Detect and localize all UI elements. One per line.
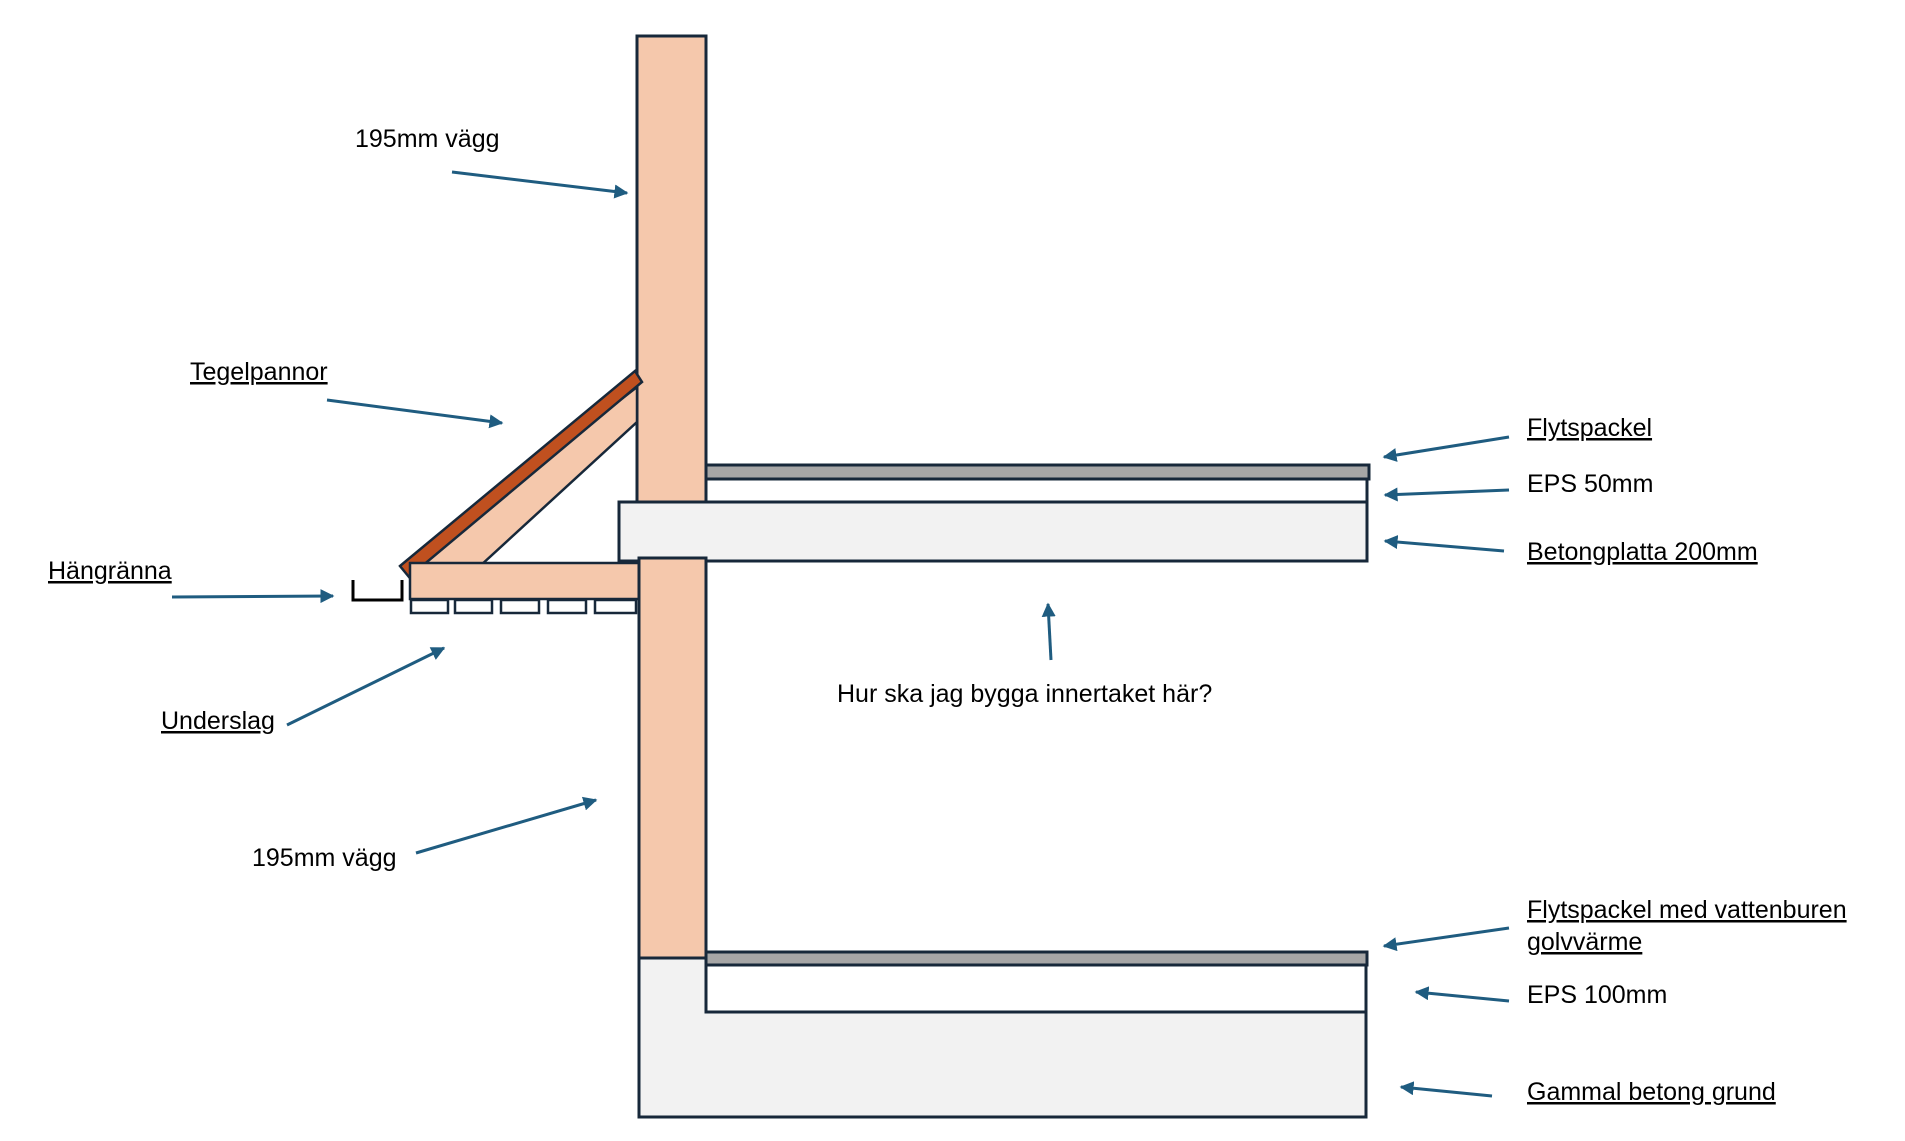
arrow-wall-upper bbox=[451, 170, 629, 199]
soffit-boards bbox=[409, 598, 638, 615]
arrow-upper-screed bbox=[1382, 435, 1510, 462]
arrow-lower-screed bbox=[1382, 926, 1510, 952]
arrow-roof-tiles bbox=[326, 398, 504, 429]
label-wall-upper: 195mm vägg bbox=[355, 125, 500, 153]
lower-wall bbox=[637, 556, 708, 960]
arrow-upper-eps bbox=[1383, 487, 1510, 502]
label-lower-eps: EPS 100mm bbox=[1527, 981, 1667, 1009]
label-lower-screed-line2: golvvärme bbox=[1527, 928, 1642, 956]
lower-eps-layer bbox=[704, 963, 1368, 1014]
label-upper-screed: Flytspackel bbox=[1527, 414, 1652, 442]
roof-tiles bbox=[398, 369, 644, 579]
upper-screed-layer bbox=[704, 463, 1371, 481]
arrow-wall-lower bbox=[415, 796, 598, 855]
label-soffit: Underslag bbox=[161, 707, 275, 735]
arrow-lower-eps bbox=[1414, 986, 1510, 1003]
label-question: Hur ska jag bygga innertaket här? bbox=[837, 680, 1212, 708]
label-lower-screed-line1: Flytspackel med vattenburen bbox=[1527, 896, 1847, 924]
arrows bbox=[171, 170, 1510, 1098]
arrow-soffit bbox=[286, 646, 446, 727]
lower-screed-layer bbox=[704, 950, 1369, 967]
arrow-question bbox=[1041, 602, 1056, 661]
gutter-shape bbox=[351, 580, 404, 602]
label-slab: Betongplatta 200mm bbox=[1527, 538, 1758, 566]
label-wall-lower: 195mm vägg bbox=[252, 844, 397, 872]
arrow-slab bbox=[1383, 535, 1505, 553]
arrow-foundation bbox=[1399, 1081, 1493, 1098]
label-foundation: Gammal betong grund bbox=[1527, 1078, 1776, 1106]
concrete-slab bbox=[617, 500, 1369, 563]
upper-eps-layer bbox=[704, 477, 1369, 504]
label-gutter: Hängränna bbox=[48, 557, 172, 585]
label-upper-eps: EPS 50mm bbox=[1527, 470, 1653, 498]
arrow-gutter bbox=[171, 589, 335, 604]
eave-joist bbox=[408, 561, 642, 601]
label-roof-tiles: Tegelpannor bbox=[190, 358, 328, 386]
upper-wall bbox=[635, 34, 708, 504]
